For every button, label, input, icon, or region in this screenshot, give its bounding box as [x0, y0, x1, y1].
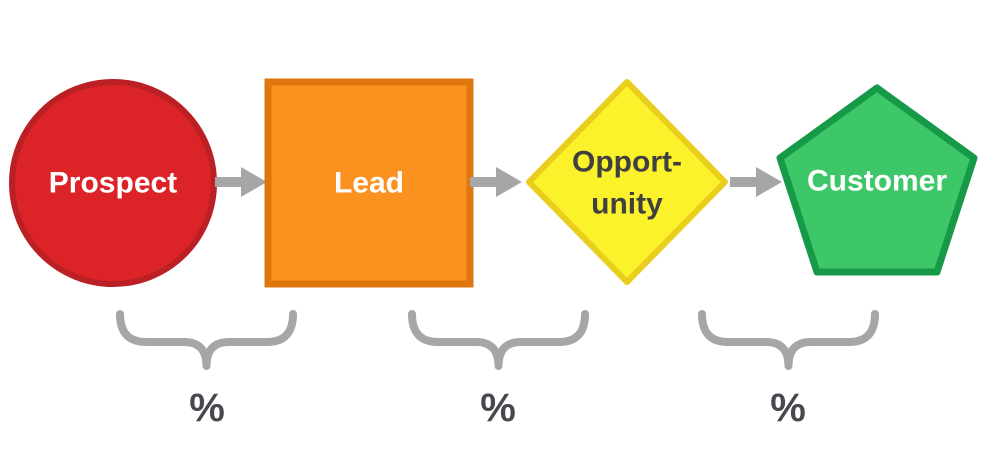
stage-opportunity: Opport- unity [526, 79, 728, 285]
conversion-percent-3: % [770, 386, 806, 430]
opportunity-label-line2: unity [591, 188, 663, 221]
stage-customer: Customer [776, 84, 978, 276]
conversion-percent-1: % [189, 386, 225, 430]
arrow-2-glyph [470, 167, 522, 197]
stage-lead: Lead [264, 78, 474, 288]
arrow-icon-1 [215, 167, 267, 197]
lead-label: Lead [334, 167, 404, 200]
customer-pentagon-shape [776, 84, 978, 276]
stage-prospect: Prospect [9, 79, 217, 287]
brace-icon-1 [116, 310, 297, 370]
brace-icon-3 [698, 310, 879, 370]
arrow-icon-2 [470, 167, 522, 197]
brace-icon-2 [408, 310, 589, 370]
arrow-1-glyph [215, 167, 267, 197]
customer-label: Customer [807, 165, 947, 198]
arrow-icon-3 [730, 167, 782, 197]
lead-square-shape [264, 78, 474, 288]
opportunity-label-line1: Opport- [572, 146, 682, 179]
prospect-label: Prospect [49, 167, 177, 200]
prospect-circle-shape [9, 79, 217, 287]
arrow-3-glyph [730, 167, 782, 197]
conversion-percent-2: % [480, 386, 516, 430]
opportunity-diamond-shape [526, 79, 728, 285]
